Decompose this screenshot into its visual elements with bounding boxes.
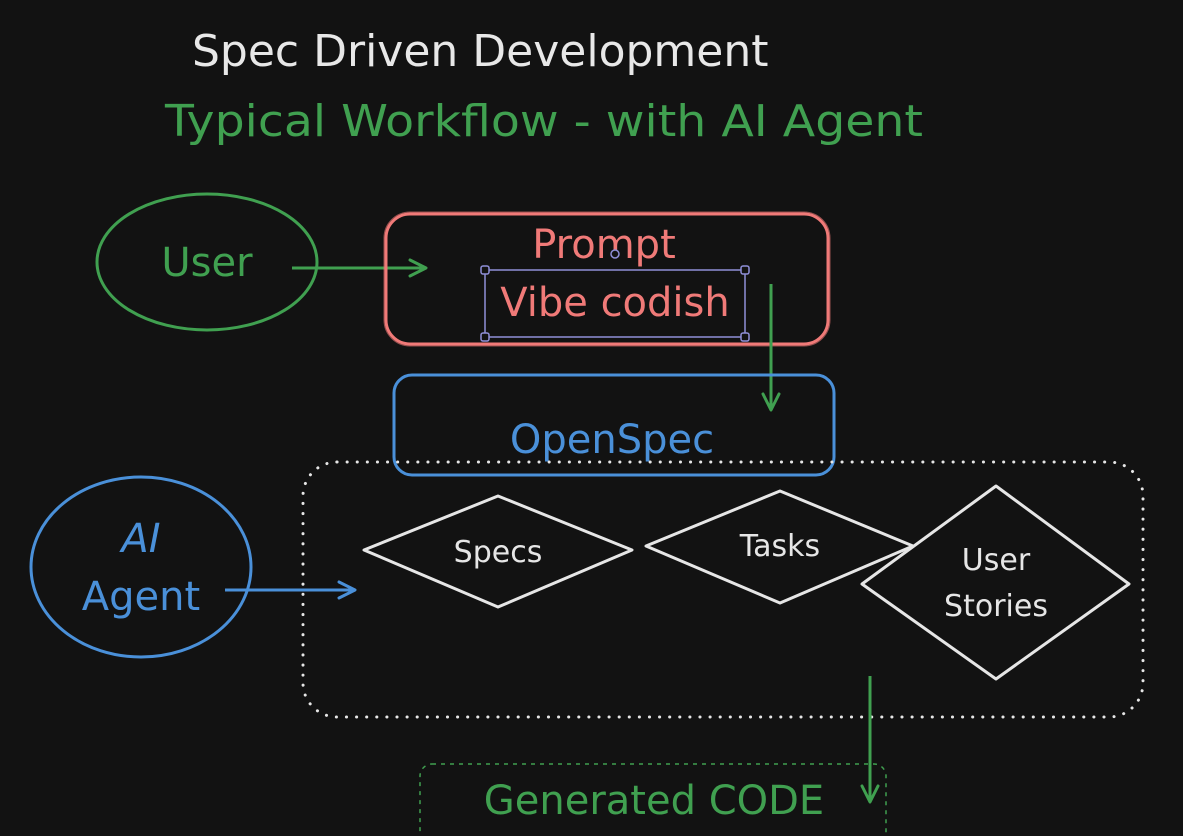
generated-code-label: Generated CODE <box>484 778 824 824</box>
tasks-label: Tasks <box>739 529 820 564</box>
generated-code-node[interactable]: Generated CODE <box>419 763 887 836</box>
selection-box <box>484 269 746 338</box>
user-stories-label-line2: Stories <box>944 589 1048 624</box>
diagram-subtitle: Typical Workflow - with AI Agent <box>164 96 923 147</box>
vibe-codish-node[interactable]: Vibe codish <box>480 249 750 342</box>
openspec-box <box>392 373 836 477</box>
ai-agent-label-line2: Agent <box>82 574 200 620</box>
user-stories-node[interactable]: User Stories <box>860 484 1131 681</box>
artifacts-group[interactable] <box>301 460 1145 719</box>
user-ellipse <box>95 192 319 332</box>
openspec-node[interactable]: OpenSpec <box>392 373 836 477</box>
prompt-label: Prompt <box>532 222 676 268</box>
user-stories-diamond <box>860 484 1131 681</box>
prompt-box <box>384 212 830 346</box>
user-label: User <box>161 240 253 286</box>
selection-handle-tr[interactable] <box>740 265 750 275</box>
selection-handle-tl[interactable] <box>480 265 490 275</box>
rotation-handle[interactable] <box>610 249 620 259</box>
prompt-box-sketch <box>383 211 831 347</box>
vibe-codish-label: Vibe codish <box>500 280 729 326</box>
ai-agent-ellipse <box>29 475 253 659</box>
specs-node[interactable]: Specs <box>362 494 634 609</box>
ai-agent-node[interactable]: AI Agent <box>29 475 253 659</box>
selection-handle-bl[interactable] <box>480 332 490 342</box>
diagram-title: Spec Driven Development <box>192 26 769 77</box>
tasks-diamond <box>644 489 915 605</box>
specs-diamond <box>362 494 634 609</box>
specs-label: Specs <box>454 535 543 570</box>
openspec-label: OpenSpec <box>510 417 714 463</box>
tasks-node[interactable]: Tasks <box>644 489 915 605</box>
prompt-node[interactable]: Prompt <box>383 211 831 347</box>
user-stories-label-line1: User <box>962 543 1031 578</box>
selection-handle-br[interactable] <box>740 332 750 342</box>
user-node[interactable]: User <box>95 192 319 332</box>
ai-agent-label-line1: AI <box>118 516 160 562</box>
